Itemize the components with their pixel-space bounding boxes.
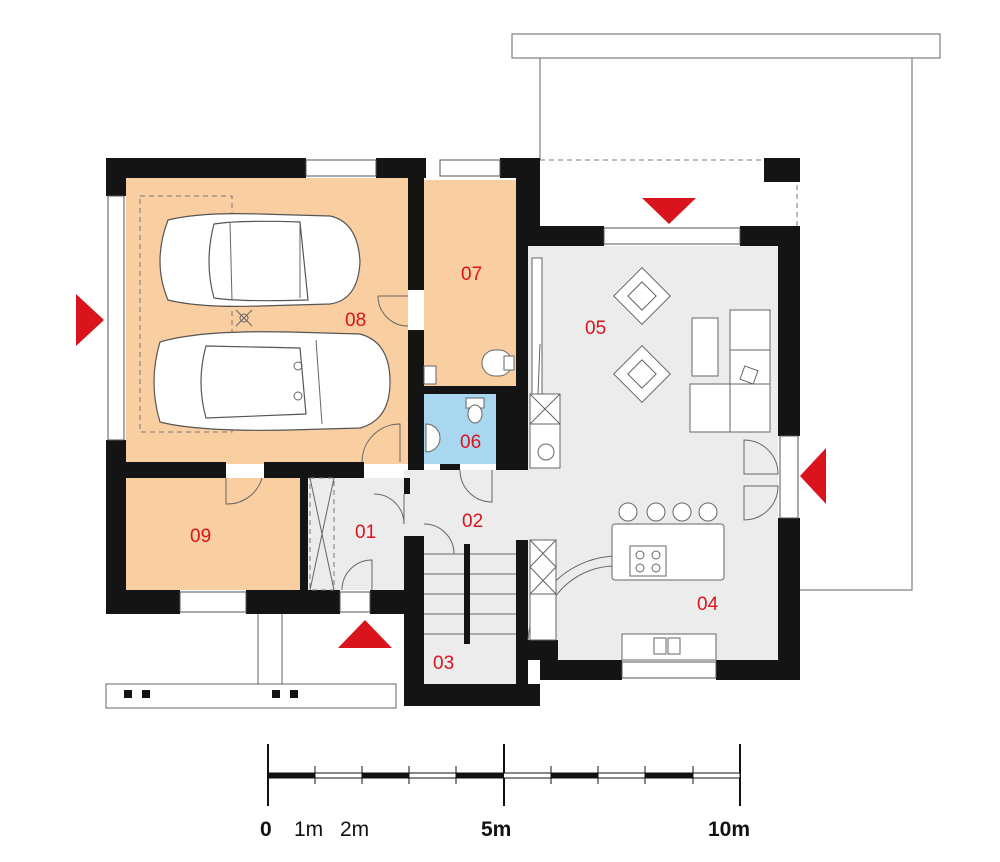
room-01-fill	[304, 478, 404, 590]
room-label-08: 08	[345, 310, 366, 331]
entrance-arrow	[338, 620, 392, 648]
stove-icon	[629, 545, 667, 577]
room-02-fill	[404, 470, 528, 540]
entrance-arrow	[642, 198, 696, 224]
room-label-07: 07	[461, 264, 482, 285]
coffee-table	[691, 317, 719, 377]
kitchen-island	[611, 523, 725, 581]
room-label-09: 09	[190, 526, 211, 547]
armchair-icon	[613, 267, 671, 325]
room-09-fill	[126, 478, 304, 590]
scale-label-5m: 5m	[481, 818, 511, 841]
walls	[106, 158, 800, 706]
staircase	[424, 544, 516, 644]
room-label-05: 05	[585, 318, 606, 339]
room-label-02: 02	[462, 511, 483, 532]
entrance-arrow	[76, 294, 104, 346]
scale-label-1m: 1m	[294, 818, 323, 841]
wall-shelf	[531, 257, 543, 395]
windows	[107, 159, 799, 679]
sofa-icon	[689, 309, 771, 433]
light-fixture-icon	[235, 309, 253, 327]
room-label-03: 03	[433, 653, 454, 674]
sink-icon	[423, 365, 441, 453]
kitchen-counter	[529, 393, 717, 661]
entrance-arrow	[800, 448, 826, 504]
pergola	[105, 614, 397, 709]
scale-bar: 0 1m 2m 5m 10m	[260, 744, 750, 841]
terrace	[511, 33, 941, 591]
room-label-04: 04	[697, 594, 719, 615]
car-icon	[153, 331, 391, 431]
scale-label-2m: 2m	[340, 818, 369, 841]
stool-icon	[618, 502, 718, 522]
car-icon	[159, 213, 361, 307]
entrance-arrows	[76, 198, 826, 648]
room-labels: 08 07 06 05 09 01 02 04 03	[190, 264, 719, 674]
scale-label-0: 0	[260, 818, 272, 841]
room-label-01: 01	[355, 522, 376, 543]
toilet-icon	[465, 349, 515, 424]
scale-label-10m: 10m	[708, 818, 750, 841]
armchair-icon	[613, 345, 671, 403]
room-label-06: 06	[460, 432, 481, 453]
